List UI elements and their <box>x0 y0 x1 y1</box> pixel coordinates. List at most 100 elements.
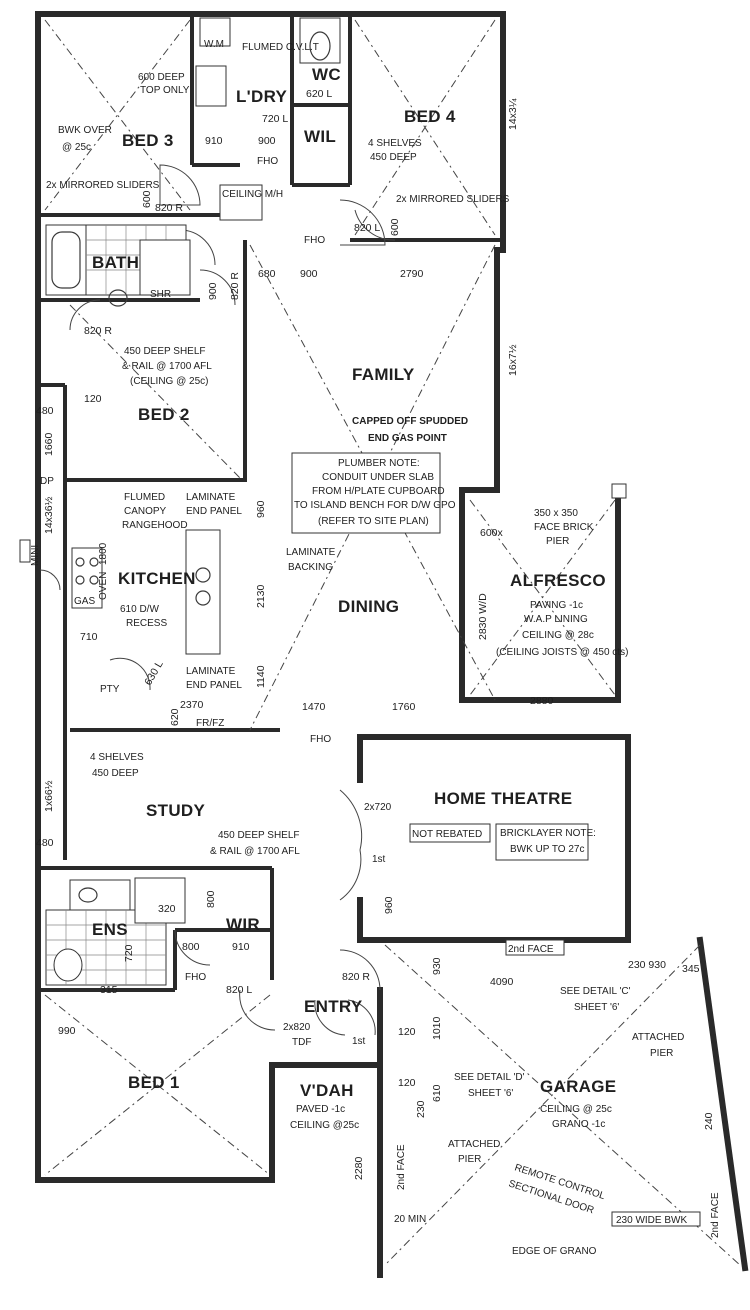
dim-2280: 2280 <box>353 1156 365 1180</box>
note-attached-pier-left-1: ATTACHED <box>448 1139 500 1150</box>
note-dw-recess-2: RECESS <box>126 618 167 629</box>
note-flumed-canopy-3: RANGEHOOD <box>122 520 188 531</box>
dim-610: 610 <box>431 1084 443 1102</box>
dim-315: 315 <box>100 984 118 996</box>
note-dw-recess-1: 610 D/W <box>120 604 159 615</box>
room-label-wil: WIL <box>304 127 336 146</box>
room-label-family: FAMILY <box>352 365 415 384</box>
note-plumber-3: TO ISLAND BENCH FOR D/W GPO <box>294 500 456 511</box>
note-attached-pier-right-2: PIER <box>650 1048 673 1059</box>
dim-1760: 1760 <box>392 701 416 713</box>
diagonal-span-lines <box>44 19 741 1266</box>
note-top-only: TOP ONLY <box>140 85 190 96</box>
note-plumber-2: FROM H/PLATE CUPBOARD <box>312 486 445 497</box>
note-flumed-canopy-2: CANOPY <box>124 506 167 517</box>
dim-620l: 620 L <box>306 88 332 100</box>
note-entry-door-type: TDF <box>292 1037 311 1048</box>
dim-910-wir: 910 <box>232 941 250 953</box>
dim-345: 345 <box>682 963 700 975</box>
note-entry-1st: 1st <box>352 1036 366 1047</box>
note-alfresco-2: W.A.P LINING <box>524 614 588 625</box>
note-600-deep: 600 DEEP <box>138 72 185 83</box>
note-2nd-face-top: 2nd FACE <box>508 944 554 955</box>
room-label-bed1: BED 1 <box>128 1073 180 1092</box>
note-alfresco-4: (CEILING JOISTS @ 450 cts) <box>496 647 628 658</box>
room-label-entry: ENTRY <box>304 997 363 1016</box>
note-pantry: PTY <box>100 684 120 695</box>
dim-120-garage-2: 120 <box>398 1077 416 1089</box>
note-laminate-backing-1: LAMINATE <box>286 547 336 558</box>
note-bwk-over-ceiling: @ 25c <box>62 142 91 153</box>
room-label-study: STUDY <box>146 801 205 820</box>
room-label-bed3: BED 3 <box>122 131 174 150</box>
note-alfresco-1: PAVING -1c <box>530 600 583 611</box>
dim-320: 320 <box>158 903 176 915</box>
dim-1612: 16x7½ <box>507 344 519 376</box>
note-2nd-face-right: 2nd FACE <box>710 1192 721 1238</box>
dim-1140: 1140 <box>255 665 267 688</box>
dim-720-ensuite: 720 <box>123 944 135 962</box>
note-bench-1800: 1800 <box>98 542 109 565</box>
note-laminate-end-bot-1: LAMINATE <box>186 666 236 677</box>
dim-600-bed3: 600 <box>141 190 153 208</box>
room-label-bath: BATH <box>92 253 139 272</box>
room-label-ensuite: ENS <box>92 920 128 939</box>
dim-620-pantry: 620 <box>169 708 181 726</box>
note-see-detail-d-1: SEE DETAIL 'D' <box>454 1072 525 1083</box>
note-bed2-rail: & RAIL @ 1700 AFL <box>122 361 212 372</box>
dim-900-hall: 900 <box>300 268 318 280</box>
note-plumber-4: (REFER TO SITE PLAN) <box>318 516 429 527</box>
note-oven: OVEN <box>98 572 109 600</box>
note-fho-dining: FHO <box>310 734 331 745</box>
dim-820r-bed2: 820 R <box>84 325 112 337</box>
interior-walls <box>40 14 500 992</box>
note-laminate-end-bot-2: END PANEL <box>186 680 242 691</box>
dim-680: 680 <box>258 268 276 280</box>
fixtures <box>19 17 701 1227</box>
room-label-home-theatre: HOME THEATRE <box>434 789 572 808</box>
room-label-wir: WIR <box>226 915 260 934</box>
note-20-min: 20 MIN <box>394 1214 426 1225</box>
note-plumber-1: CONDUIT UNDER SLAB <box>322 472 434 483</box>
dim-800-top: 800 <box>205 890 217 908</box>
note-not-rebated: NOT REBATED <box>412 829 482 840</box>
dim-480-bottom: 480 <box>36 837 54 849</box>
dim-900-bath: 900 <box>207 282 219 300</box>
note-edge-of-grano: EDGE OF GRANO <box>512 1246 597 1257</box>
note-fho-laundry: FHO <box>257 156 278 167</box>
dim-820r-entry: 820 R <box>342 971 370 983</box>
dim-820r-bed3: 820 R <box>155 202 183 214</box>
note-bed2-ceiling: (CEILING @ 25c) <box>130 376 209 387</box>
room-label-alfresco: ALFRESCO <box>510 571 606 590</box>
note-laminate-backing-2: BACKING <box>288 562 333 573</box>
dim-2790: 2790 <box>400 268 424 280</box>
note-flumed-cvlt: FLUMED C.V.L.T <box>242 42 319 53</box>
room-label-kitchen: KITCHEN <box>118 569 196 588</box>
note-downpipe: DP <box>40 476 54 487</box>
room-label-bed4: BED 4 <box>404 107 456 126</box>
dim-240: 240 <box>703 1112 715 1130</box>
dim-820l-ensuite: 820 L <box>226 984 252 996</box>
note-bwk-over: BWK OVER <box>58 125 112 136</box>
dim-2880: 2880 <box>530 695 554 707</box>
note-theatre-door: 2x720 <box>364 802 392 813</box>
note-fho-hall: FHO <box>304 235 325 246</box>
dim-820r-bath: 820 R <box>229 272 241 300</box>
dim-1466: 1x66½ <box>43 780 55 812</box>
note-verandah-ceiling: CEILING @25c <box>290 1120 359 1131</box>
note-see-detail-c-2: SHEET '6' <box>574 1002 619 1013</box>
room-label-bed2: BED 2 <box>138 405 190 424</box>
dim-600x: 600x <box>480 527 504 539</box>
room-label-laundry: L'DRY <box>236 87 288 106</box>
note-fridge-freezer: FR/FZ <box>196 718 224 729</box>
dim-600-bed4: 600 <box>389 218 401 236</box>
note-bed4-shelves: 4 SHELVES <box>368 138 422 149</box>
dimension-labels: 910 900 620 L 720 L 820 R 820 L 600 600 … <box>36 88 715 1180</box>
note-garage-grano: GRANO -1c <box>552 1119 605 1130</box>
dim-480-top: 480 <box>36 405 54 417</box>
dim-2370: 2370 <box>180 699 204 711</box>
dim-820l-bed4: 820 L <box>354 222 380 234</box>
dim-900: 900 <box>258 135 276 147</box>
dim-2830: 2830 W/D <box>477 593 489 640</box>
dim-960-theatre: 960 <box>383 896 395 914</box>
